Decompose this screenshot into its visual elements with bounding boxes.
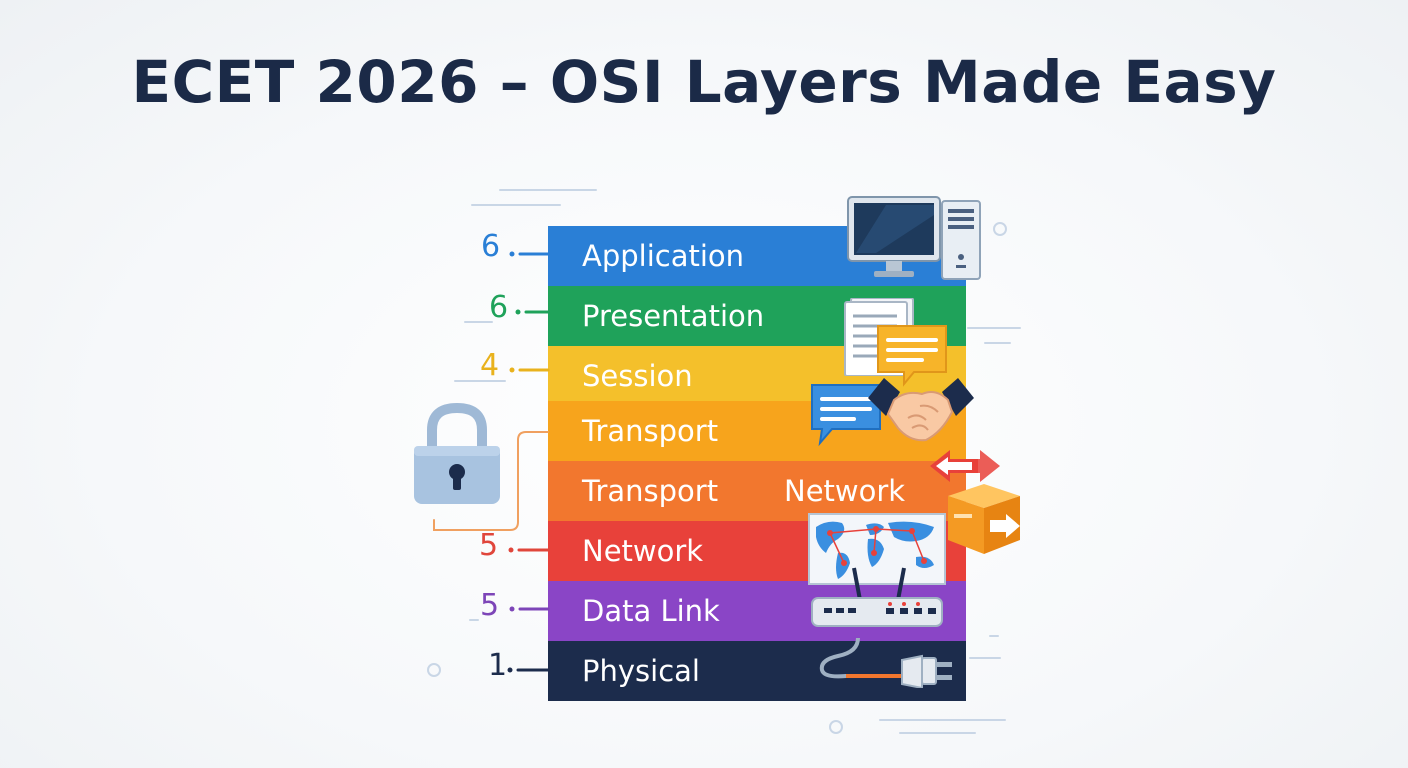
layer-physical: Physical (548, 641, 966, 701)
layer-label: Network (582, 534, 704, 568)
layer-number: 5 (480, 588, 500, 623)
chat-bubble-icon (877, 325, 947, 387)
layer-label: Transport (582, 474, 719, 508)
layer-number: 6 (489, 290, 509, 325)
layer-label: Data Link (582, 594, 720, 628)
package-icon (948, 484, 1020, 554)
computer-icon (847, 196, 981, 280)
layer-number: 1 (488, 648, 508, 683)
layer-number: 6 (481, 229, 501, 264)
layer-label: Session (582, 359, 693, 393)
layer-label: Transport (582, 414, 719, 448)
world-map-icon (808, 513, 946, 585)
router-icon (811, 567, 943, 627)
layer-label-secondary: Network (784, 474, 906, 508)
handshake-icon (868, 378, 974, 442)
arrows-icon (930, 450, 1000, 482)
layer-label: Application (582, 239, 745, 273)
padlock-icon (414, 402, 500, 504)
page-title: ECET 2026 – OSI Layers Made Easy (131, 48, 1277, 116)
plug-icon (819, 638, 952, 688)
layer-number: 4 (480, 348, 500, 383)
layer-label: Physical (582, 654, 700, 688)
layer-number: 5 (479, 528, 499, 563)
layer-transport-network: Transport Network (548, 461, 966, 521)
layer-label: Presentation (582, 299, 765, 333)
